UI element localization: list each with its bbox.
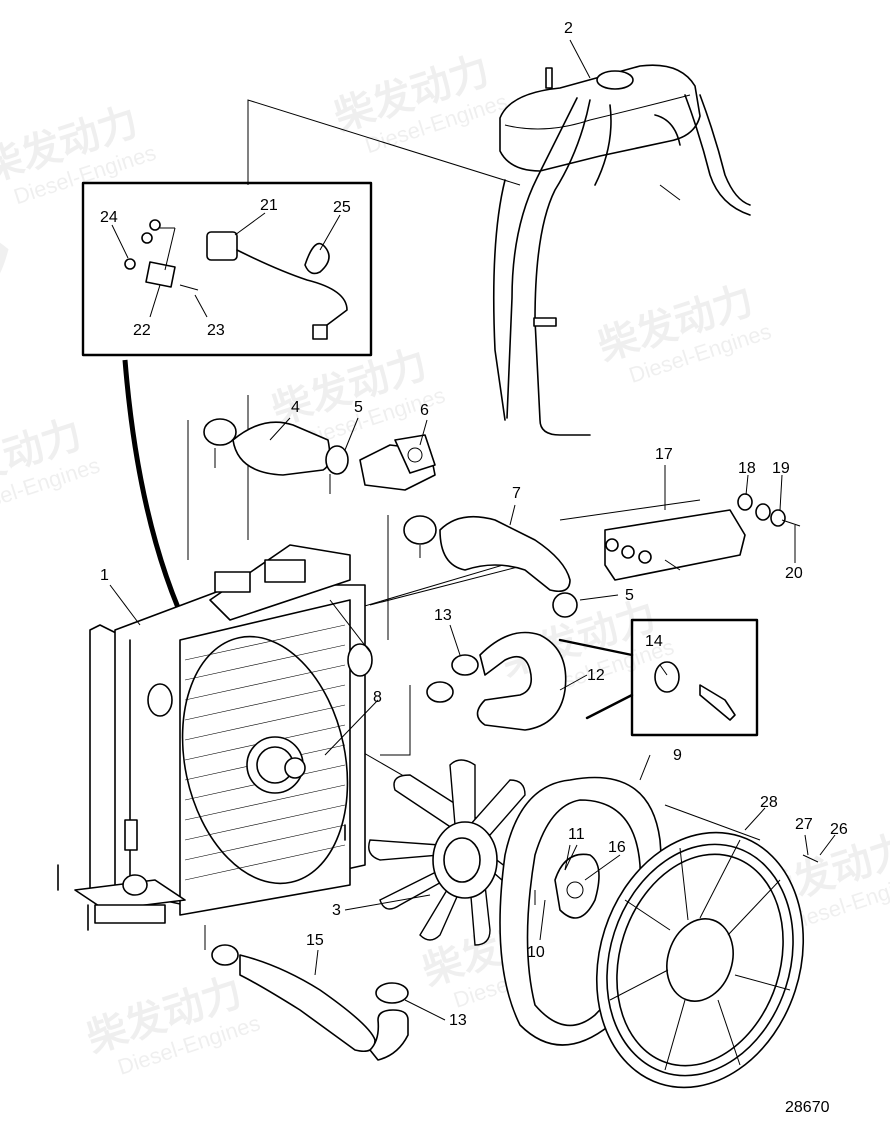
callout-7: 7 [512,485,521,502]
callout-24: 24 [100,209,118,226]
callout-25: 25 [333,199,351,216]
callout-9: 9 [673,747,682,764]
fan-guard-item-28 [595,831,819,1089]
callout-28: 28 [760,794,778,811]
upper-hose-item-4 [203,418,349,494]
callout-23: 23 [207,322,225,339]
callout-2: 2 [564,20,573,37]
callout-labels: 2 1 4 5 6 7 5 8 9 10 11 12 13 13 14 15 1… [100,20,848,1116]
callout-10: 10 [527,944,545,961]
callout-19: 19 [772,460,790,477]
callout-22: 22 [133,322,151,339]
inset-box-sensor-kit [81,181,373,357]
bracket-item-17 [604,493,801,581]
callout-20: 20 [785,565,803,582]
expansion-tank-assembly [492,64,751,436]
callout-8: 8 [373,689,382,706]
callout-16: 16 [608,839,626,856]
callout-leaders [109,39,836,1021]
callout-14: 14 [645,633,663,650]
inset-box-item-14 [558,618,759,737]
hose-item-12 [426,631,567,731]
callout-5-lower: 5 [625,587,634,604]
drawing-number: 28670 [785,1099,830,1116]
callout-15: 15 [306,932,324,949]
callout-27: 27 [795,816,813,833]
lower-hose-item-15 [211,944,409,1061]
callout-12: 12 [587,667,605,684]
callout-17: 17 [655,446,673,463]
hub-item-16 [534,844,600,919]
hose-item-7 [403,515,578,618]
callout-6: 6 [420,402,429,419]
callout-26: 26 [830,821,848,838]
callout-1: 1 [100,567,109,584]
callout-4: 4 [291,399,300,416]
callout-3: 3 [332,902,341,919]
callout-21: 21 [260,197,278,214]
fan-item-3 [368,759,536,946]
callout-13-lower: 13 [449,1012,467,1029]
callout-13-upper: 13 [434,607,452,624]
callout-5-upper: 5 [354,399,363,416]
radiator-assembly [57,544,373,931]
thermostat-housing-item-6 [359,434,436,491]
callout-18: 18 [738,460,756,477]
callout-11: 11 [568,826,585,843]
